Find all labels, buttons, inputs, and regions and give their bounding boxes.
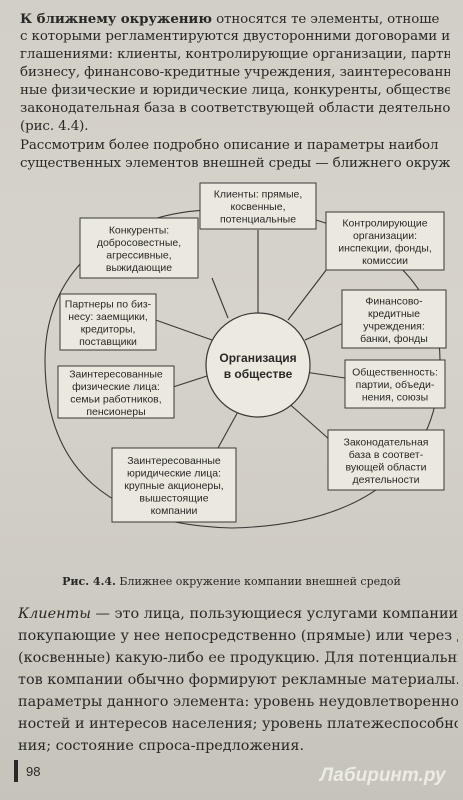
- box-legal-text: крупные акционеры,: [124, 480, 223, 492]
- box-control-text: Контролирующие: [342, 217, 427, 229]
- box-partners-text: несу: заемщики,: [68, 311, 148, 323]
- box-legal-text: вышестоящие: [139, 493, 208, 505]
- box-finance-text: кредитные: [368, 308, 420, 320]
- box-law-text: вующей области: [346, 461, 427, 473]
- text-line: тов компании обычно формируют рекламные …: [18, 672, 458, 688]
- box-finance: [341, 289, 447, 349]
- text-line: с которыми регламентируются двусторонним…: [20, 29, 450, 44]
- box-physical-text: Заинтересованные: [69, 368, 163, 380]
- box-law-text: деятельности: [353, 474, 420, 486]
- box-clients-text: потенциальные: [220, 214, 296, 226]
- box-physical: [57, 365, 175, 419]
- box-law: [327, 429, 445, 491]
- page-number-bar: [14, 760, 18, 782]
- box-public-text: нения, союзы: [362, 392, 428, 404]
- box-finance-text: учреждения:: [363, 320, 425, 332]
- box-public: [344, 359, 446, 409]
- connectors: [149, 230, 356, 449]
- box-control-text: инспекции, фонды,: [338, 242, 431, 254]
- box-legal-text: юридические лица:: [127, 468, 221, 480]
- box-finance-text: банки, фонды: [360, 333, 428, 345]
- watermark: Лабиринт.ру: [320, 765, 446, 786]
- text-line: покупающие у нее непосредственно (прямые…: [18, 628, 458, 644]
- text-line: (косвенные) какую-либо ее продукцию. Для…: [18, 650, 458, 666]
- box-clients: [199, 182, 317, 230]
- box-legal-text: компании: [151, 505, 198, 517]
- box-competitors: [79, 217, 199, 279]
- text-line: Рассмотрим более подробно описание и пар…: [20, 138, 439, 153]
- box-partners-text: кредиторы,: [81, 323, 136, 335]
- box-partners-text: поставщики: [79, 336, 137, 348]
- text-line: Клиенты — это лица, пользующиеся услугам…: [18, 606, 458, 622]
- center-line-1: Организация: [219, 351, 296, 365]
- box-physical-text: пенсионеры: [86, 406, 145, 418]
- box-competitors-text: добросовестные,: [97, 237, 181, 249]
- box-law-text: Законодательная: [344, 436, 429, 448]
- box-partners: [59, 293, 157, 351]
- box-control: [325, 211, 445, 271]
- box-public-text: партии, объеди-: [356, 379, 435, 391]
- page-number: 98: [26, 764, 41, 779]
- text-line: параметры данного элемента: уровень неуд…: [18, 694, 458, 710]
- box-physical-text: семьи работников,: [70, 393, 161, 405]
- box-competitors-text: Конкуренты:: [109, 224, 169, 236]
- center-line-2: в обществе: [224, 367, 293, 381]
- text-line: ностей и интересов населения; уровень пл…: [18, 716, 458, 732]
- box-finance-text: Финансово-: [365, 295, 423, 307]
- box-partners-text: Партнеры по биз-: [65, 298, 152, 310]
- box-legal-text: Заинтересованные: [127, 455, 221, 467]
- text-line: ния; состояние спроса-предложения.: [18, 738, 305, 754]
- box-competitors-text: выжидающие: [106, 262, 172, 274]
- box-public-text: Общественность:: [352, 367, 438, 379]
- box-legal: [111, 447, 237, 523]
- text-line: (рис. 4.4).: [20, 119, 89, 134]
- outer-loop: [44, 209, 441, 529]
- text-line: К ближнему окружению относятся те элемен…: [20, 11, 440, 27]
- box-physical-text: физические лица:: [72, 381, 160, 393]
- text-line: глашениями: клиенты, контролирующие орга…: [20, 47, 450, 62]
- organization-circle: [205, 312, 311, 418]
- box-clients-text: косвенные,: [230, 201, 285, 213]
- box-control-text: организации:: [353, 230, 417, 242]
- box-law-text: база в соответ-: [349, 449, 424, 461]
- text-line: бизнесу, финансово-кредитные учреждения,…: [20, 65, 450, 80]
- figure-caption: Рис. 4.4. Ближнее окружение компании вне…: [62, 575, 401, 588]
- text-line: законодательная база в соответствующей о…: [20, 101, 450, 116]
- text-line: существенных элементов внешней среды — б…: [20, 156, 450, 171]
- box-competitors-text: агрессивные,: [106, 249, 171, 261]
- box-clients-text: Клиенты: прямые,: [214, 189, 303, 201]
- text-line: ные физические и юридические лица, конку…: [20, 83, 450, 98]
- box-control-text: комиссии: [362, 255, 408, 267]
